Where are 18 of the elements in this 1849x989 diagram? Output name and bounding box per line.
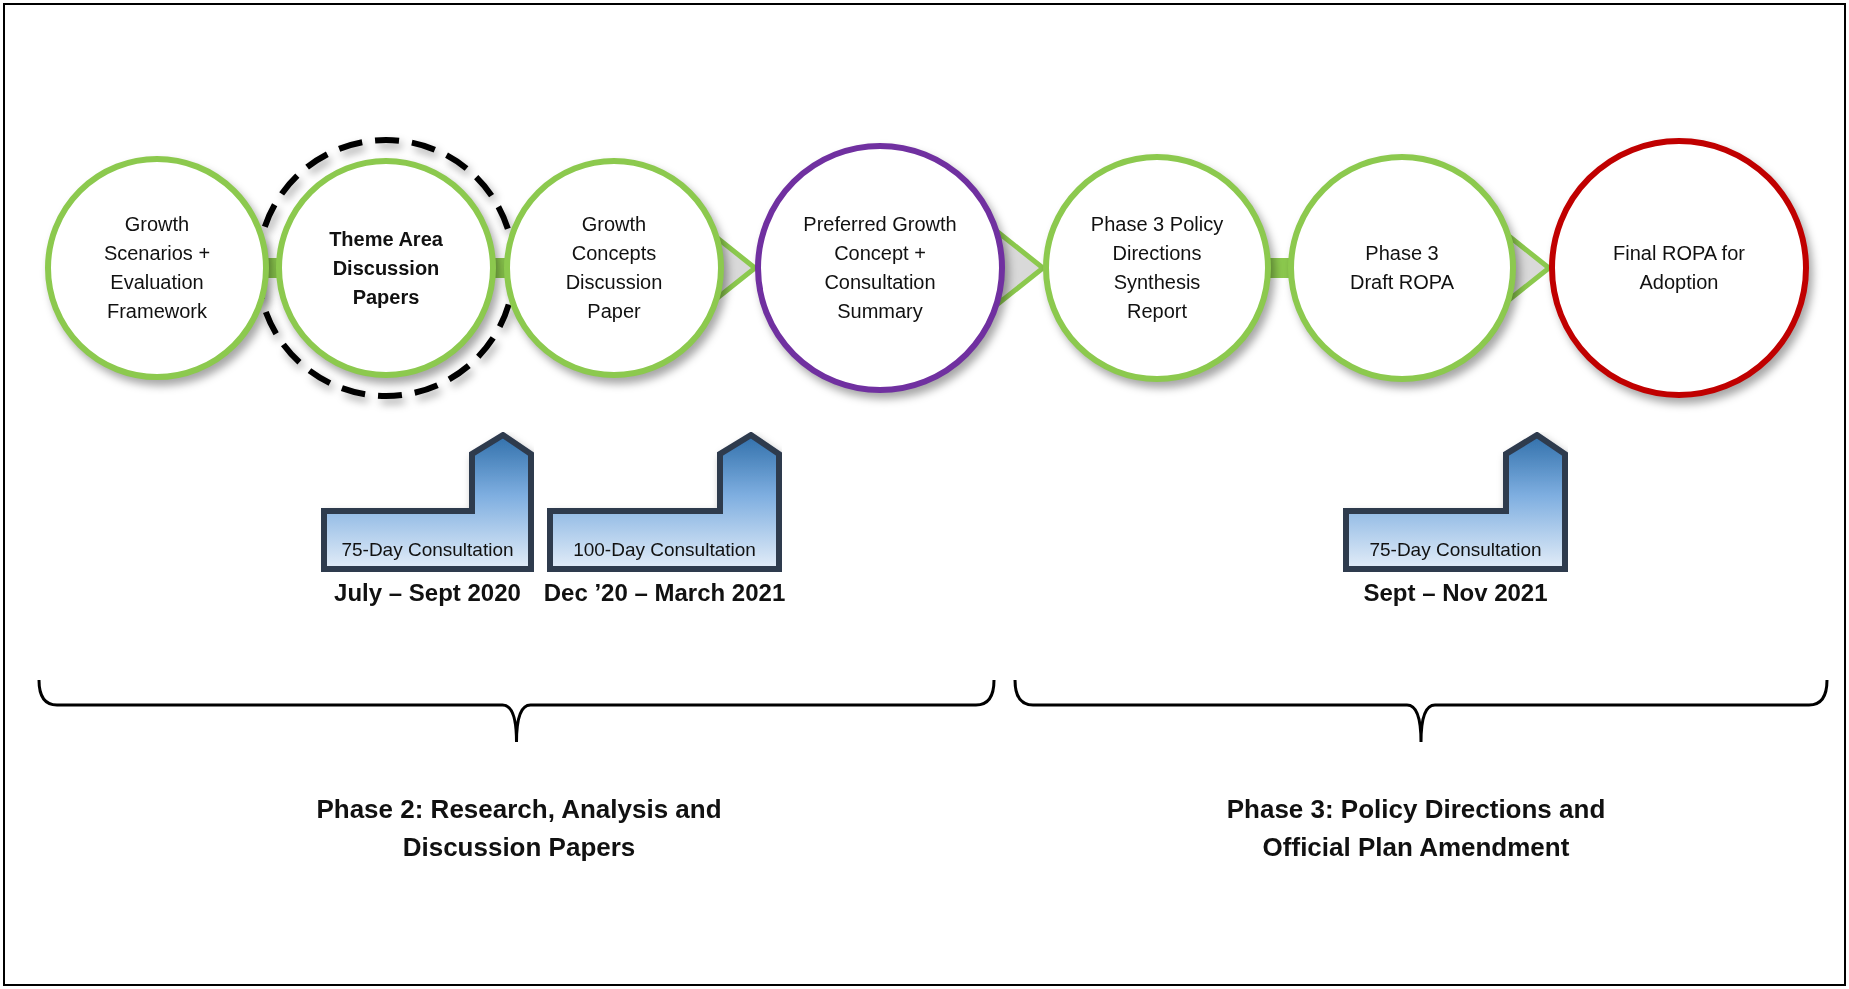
milestone-label: Theme Area Discussion Papers	[328, 226, 444, 310]
callout-label: 100-Day Consultation	[573, 538, 756, 562]
date-range: Dec ’20 – March 2021	[543, 578, 786, 608]
consultation-callout	[1343, 432, 1568, 572]
date-range: Sept – Nov 2021	[1363, 578, 1548, 608]
milestone-label: Growth Concepts Discussion Paper	[564, 212, 664, 324]
phase-label: Phase 2: Research, Analysis and Discussion Papers	[315, 793, 723, 864]
milestone-label: Preferred Growth Concept + Consultation Summary	[802, 212, 958, 324]
milestone-label: Phase 3 Policy Directions Synthesis Report	[1089, 212, 1225, 324]
milestone-label: Final ROPA for Adoption	[1612, 241, 1746, 295]
milestone-label: Phase 3 Draft ROPA	[1348, 241, 1456, 295]
consultation-callout	[321, 432, 534, 572]
phase-label: Phase 3: Policy Directions and Official Plan Amendment	[1225, 793, 1607, 864]
milestone-label: Growth Scenarios + Evaluation Framework	[102, 212, 212, 324]
callout-label: 75-Day Consultation	[1369, 538, 1542, 562]
callout-label: 75-Day Consultation	[341, 538, 514, 562]
consultation-callout	[547, 432, 782, 572]
date-range: July – Sept 2020	[334, 578, 521, 608]
